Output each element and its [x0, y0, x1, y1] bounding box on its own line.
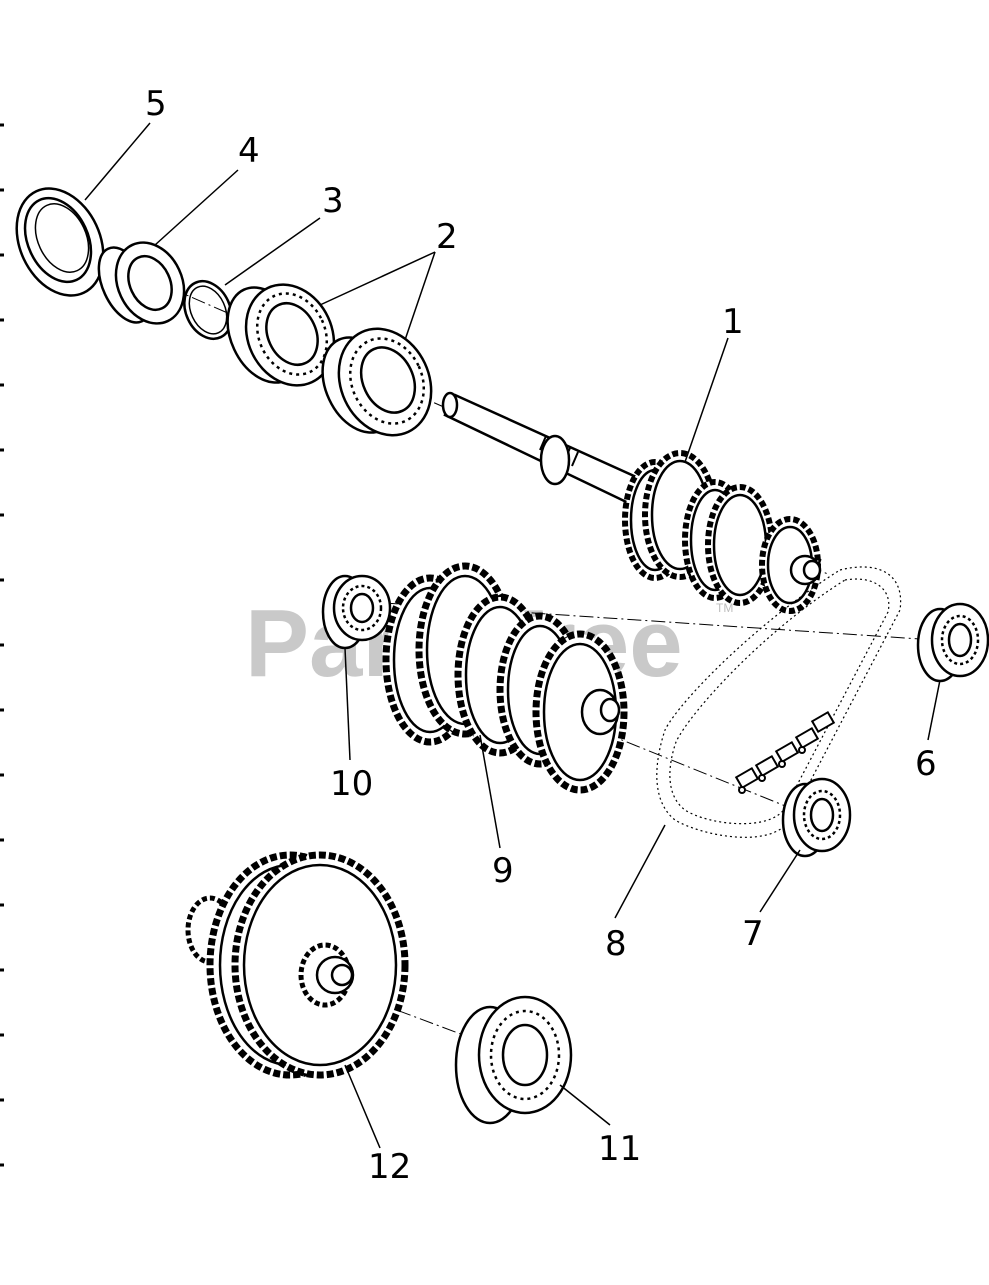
part-3-snap-ring — [183, 280, 233, 340]
part-2-bearing-a — [226, 283, 336, 387]
part-10-bearing — [321, 574, 392, 650]
part-9-gear-cluster — [382, 562, 628, 794]
part-2-bearing-b — [321, 327, 433, 437]
callout-11: 11 — [598, 1129, 641, 1169]
callout-6: 6 — [915, 744, 937, 784]
margin-ticks — [0, 123, 4, 1167]
part-8-chain-links — [734, 710, 836, 794]
part-6-bearing — [916, 602, 989, 683]
callout-2: 2 — [436, 217, 458, 257]
part-1-gear-b — [682, 479, 775, 606]
part-1-gear-c — [759, 516, 822, 614]
leader-lines — [84, 122, 941, 1149]
part-7-bearing — [781, 777, 852, 858]
callout-4: 4 — [238, 131, 260, 171]
callout-8: 8 — [605, 924, 627, 964]
callout-12: 12 — [368, 1147, 411, 1187]
callout-10: 10 — [330, 764, 373, 804]
callout-3: 3 — [322, 181, 344, 221]
callout-7: 7 — [742, 914, 764, 954]
part-12-large-gear — [185, 851, 409, 1079]
part-11-bearing — [454, 995, 573, 1125]
callouts: 5 4 3 2 1 6 7 8 9 10 11 12 — [145, 84, 937, 1187]
watermark-trademark: TM — [716, 601, 733, 615]
callout-5: 5 — [145, 84, 167, 124]
callout-1: 1 — [722, 302, 744, 342]
callout-9: 9 — [492, 851, 514, 891]
part-5-seal — [15, 187, 105, 297]
part-8-chain — [656, 566, 902, 838]
part-4-bushing — [97, 241, 186, 325]
